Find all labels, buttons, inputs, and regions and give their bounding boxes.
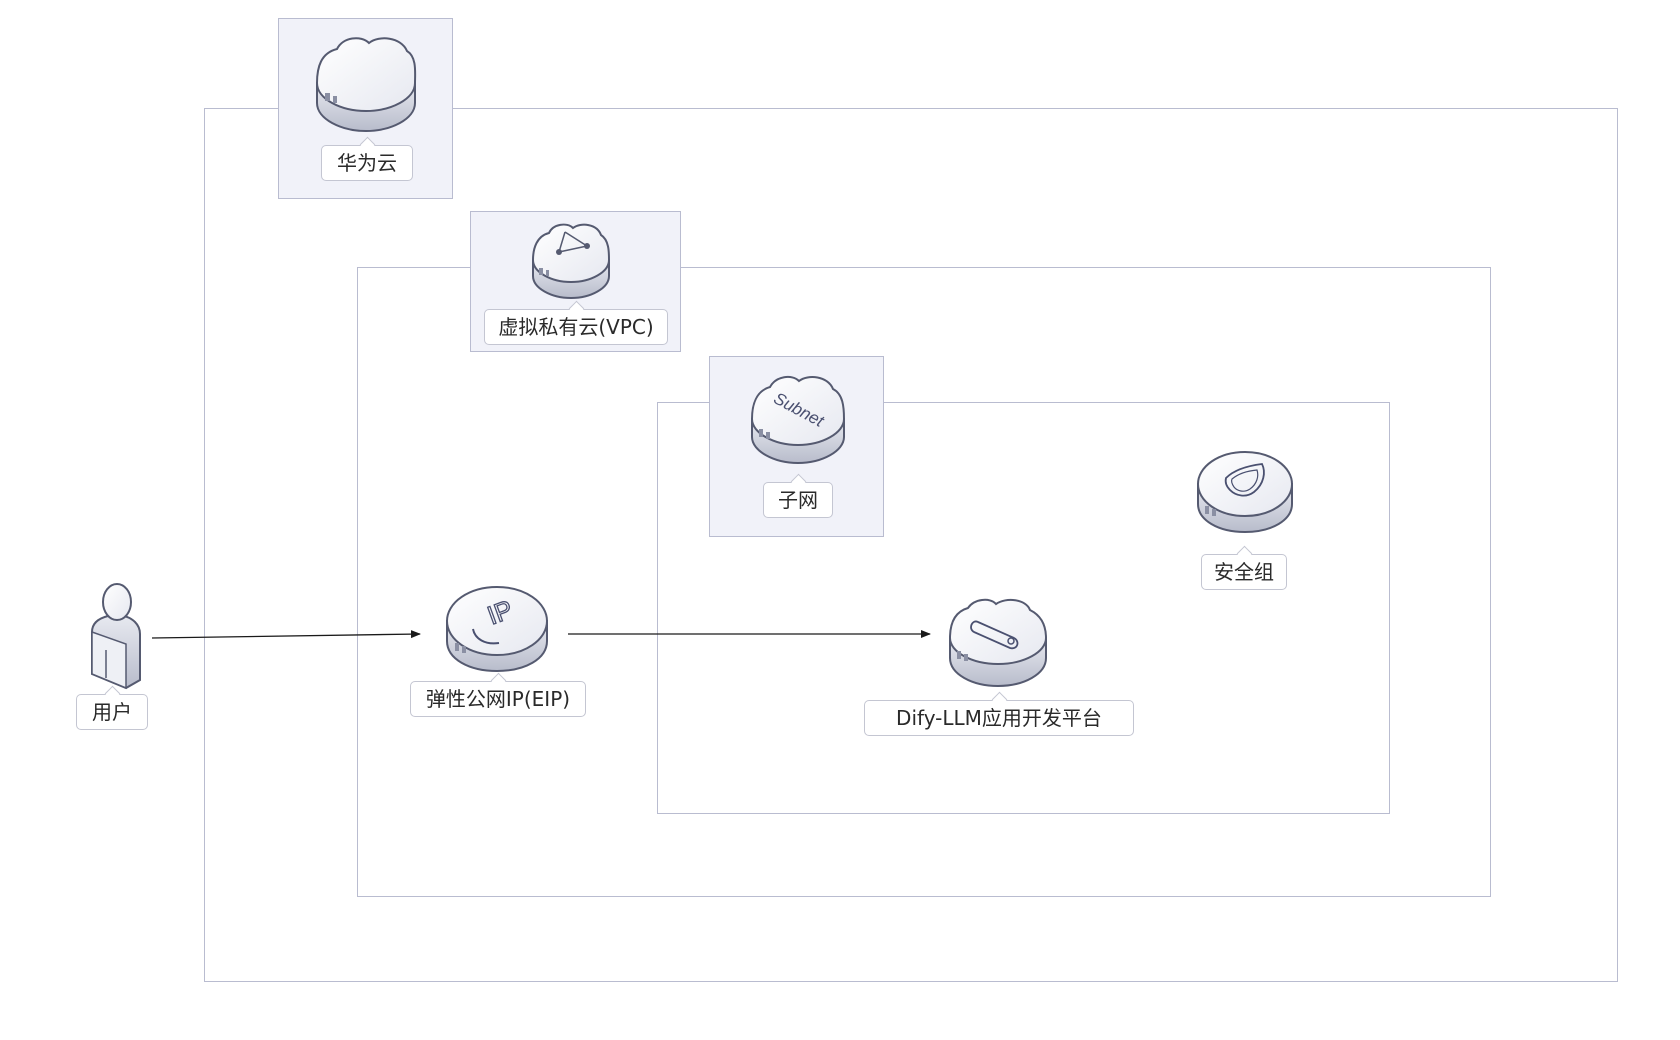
vpc-label: 虚拟私有云(VPC) bbox=[484, 309, 668, 345]
dify-llm-label: Dify-LLM应用开发平台 bbox=[864, 700, 1134, 736]
huawei-cloud-label: 华为云 bbox=[321, 145, 413, 181]
vpc-cloud-icon bbox=[531, 223, 611, 300]
huawei-cloud-frame bbox=[204, 108, 1618, 982]
eip-icon: IP bbox=[446, 586, 548, 673]
subnet-badge: Subnet 子网 bbox=[709, 356, 884, 537]
edge-user-to-eip bbox=[151, 630, 421, 639]
subnet-cloud-icon: Subnet bbox=[750, 375, 846, 465]
vpc-frame bbox=[357, 267, 1491, 897]
user-person-icon bbox=[91, 583, 141, 690]
eip-node[interactable]: IP 弹性公网IP(EIP) bbox=[408, 585, 586, 725]
app-platform-icon bbox=[948, 598, 1048, 688]
security-group-node[interactable]: 安全组 bbox=[1190, 450, 1300, 592]
user-label: 用户 bbox=[76, 694, 148, 730]
vpc-badge: 虚拟私有云(VPC) bbox=[470, 211, 681, 352]
security-group-label: 安全组 bbox=[1201, 554, 1287, 590]
eip-label: 弹性公网IP(EIP) bbox=[410, 681, 586, 717]
user-node[interactable]: 用户 bbox=[70, 580, 156, 732]
subnet-label: 子网 bbox=[763, 482, 833, 518]
shield-icon bbox=[1197, 451, 1293, 534]
subnet-frame bbox=[657, 402, 1390, 814]
cloud-server-icon bbox=[315, 37, 417, 133]
huawei-cloud-badge: 华为云 bbox=[278, 18, 453, 199]
dify-llm-node[interactable]: Dify-LLM应用开发平台 bbox=[864, 596, 1134, 738]
